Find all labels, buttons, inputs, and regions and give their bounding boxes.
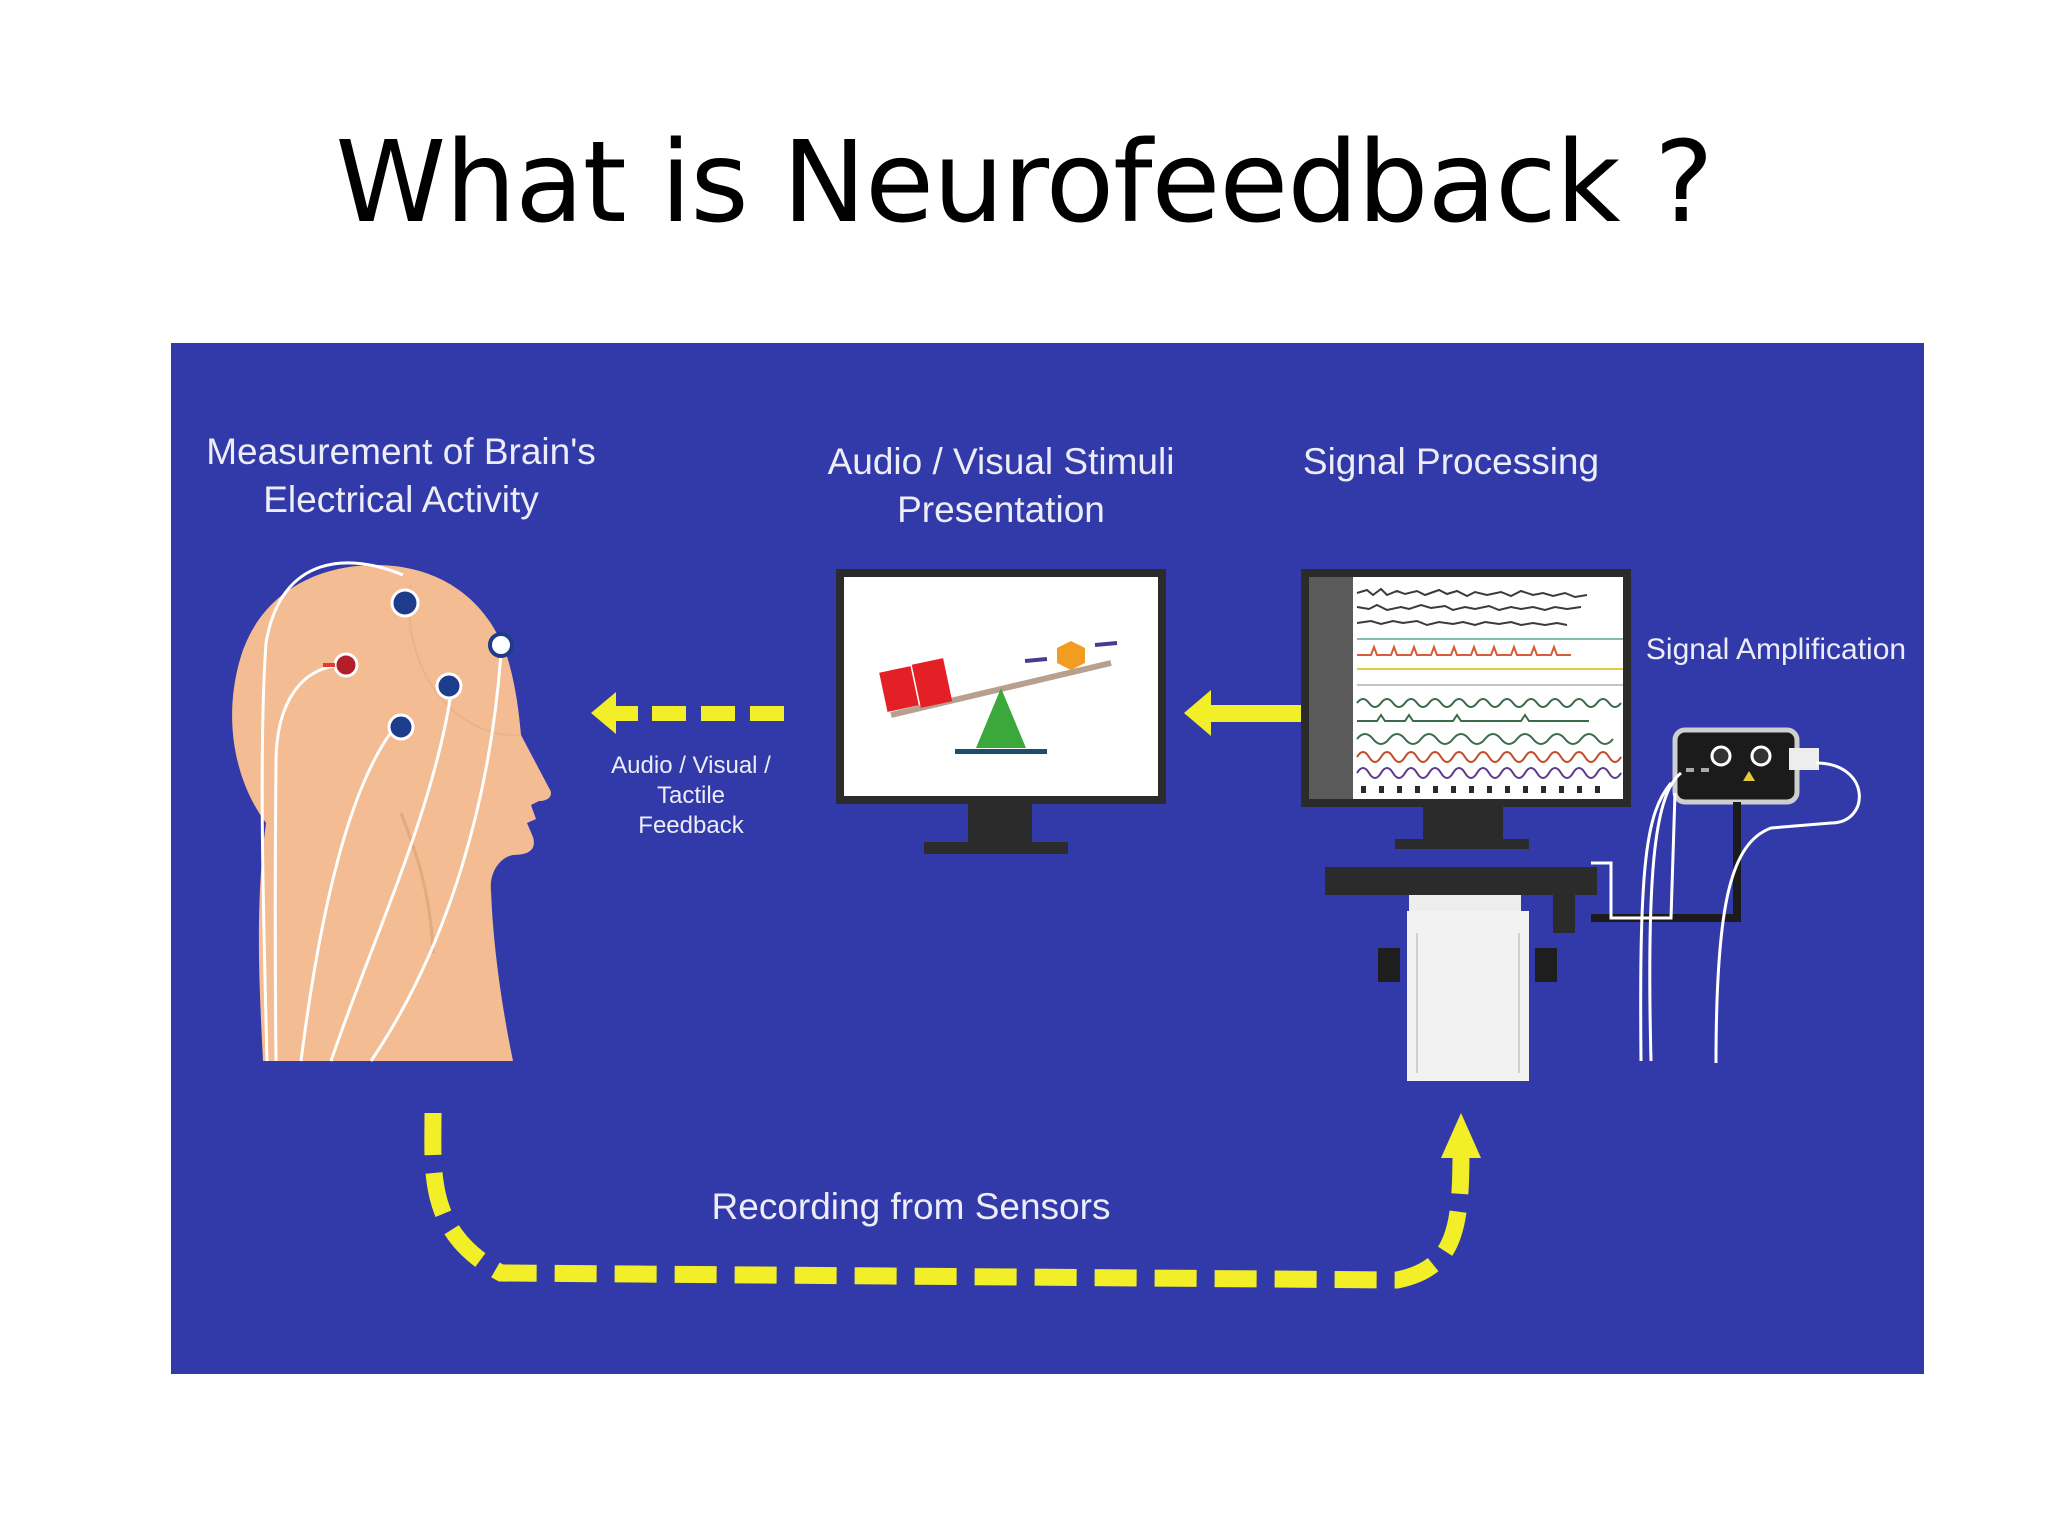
feedback-label: Audio / Visual / Tactile Feedback bbox=[611, 752, 771, 839]
processing-to-stimuli-arrow bbox=[1184, 690, 1318, 736]
eeg-monitor-icon bbox=[1301, 569, 1631, 849]
feedback-arrow bbox=[591, 692, 784, 734]
neurofeedback-diagram: Measurement of Brain's Electrical Activi… bbox=[171, 343, 1924, 1374]
amplification-label: Signal Amplification bbox=[1645, 633, 1907, 666]
measurement-label: Measurement of Brain's Electrical Activi… bbox=[206, 431, 596, 521]
stimuli-label: Audio / Visual Stimuli Presentation bbox=[827, 441, 1175, 531]
computer-cart-icon bbox=[1325, 867, 1597, 1081]
processing-label: Signal Processing bbox=[1302, 441, 1600, 482]
head-with-electrodes-icon bbox=[232, 561, 551, 1062]
slide-title: What is Neurofeedback ? bbox=[335, 118, 1713, 248]
recording-label: Recording from Sensors bbox=[711, 1186, 1111, 1227]
amplifier-icon bbox=[1591, 727, 1861, 1064]
stimuli-monitor-icon bbox=[836, 569, 1166, 854]
recording-arrow bbox=[424, 1112, 1481, 1289]
